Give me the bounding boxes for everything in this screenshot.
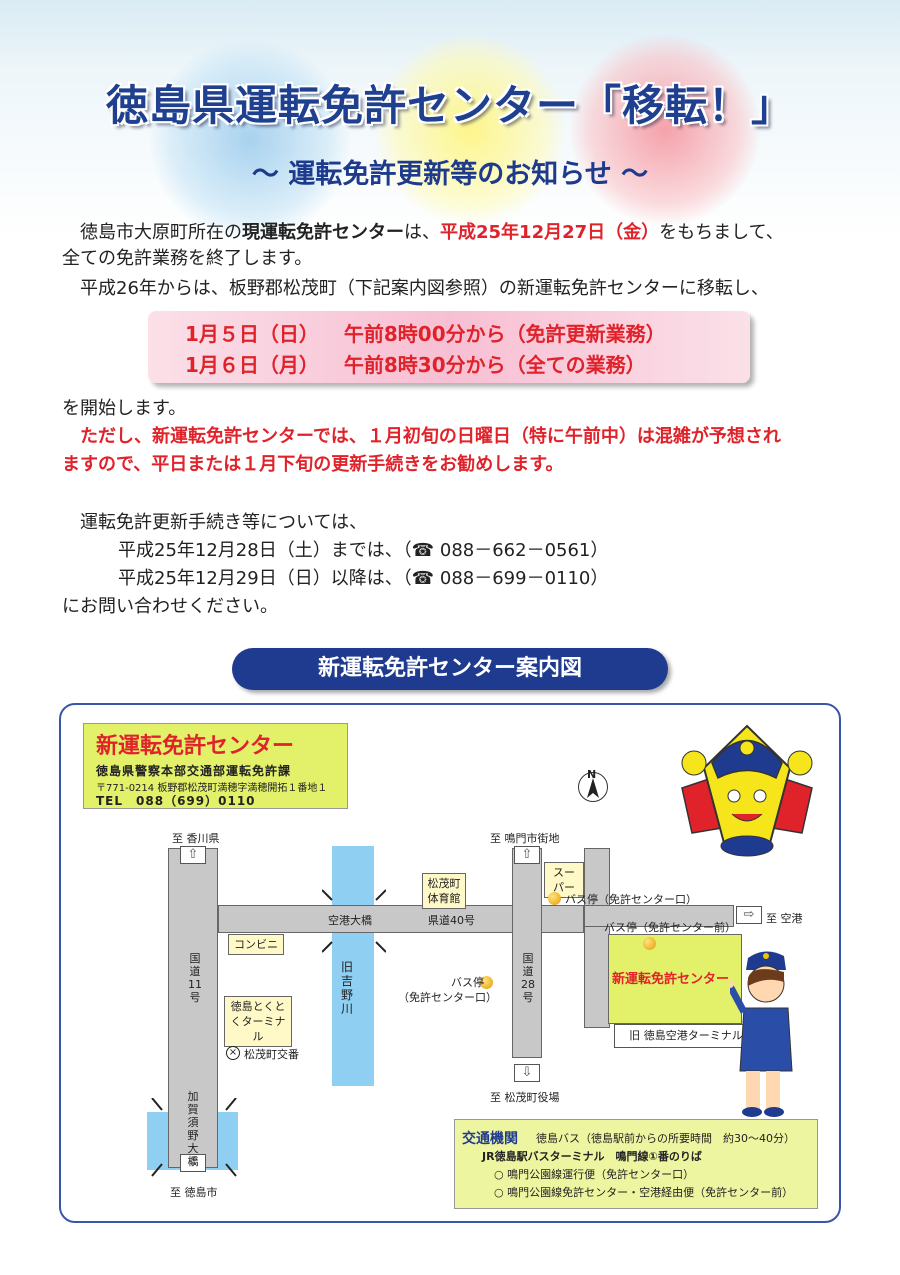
transit-info-box	[454, 1119, 818, 1209]
contact-intro: 運転免許更新手続き等については、	[80, 512, 368, 533]
bus-stop-icon	[548, 892, 561, 905]
label-airport-bridge: 空港大橋	[328, 914, 372, 927]
police-officer-illustration	[730, 951, 793, 1117]
phone-number: （☎ 088－662－0561）	[402, 540, 609, 561]
contact-outro: にお問い合わせください。	[62, 596, 278, 617]
schedule-date: 1月５日（日）	[185, 322, 319, 346]
mascot-illustration	[681, 724, 813, 857]
bus-stop-icon	[643, 937, 656, 950]
compass	[578, 772, 608, 802]
pink-bubble-decoration	[570, 35, 760, 225]
arrow-down-icon: ⇩	[514, 1064, 540, 1082]
schedule-row-2: 1月６日（月） 午前8時30分から（全ての業務）	[185, 349, 646, 378]
label-to-tokushima: 至 徳島市	[170, 1186, 218, 1199]
phone-number: （☎ 088－699－0110）	[402, 568, 609, 589]
label-bus-stop-center-front: バス停（免許センター前）	[604, 921, 736, 934]
arrow-up-icon: ⇧	[180, 846, 206, 864]
kagasuno-bridge-mark	[151, 1098, 237, 1177]
center-info-tel: TEL 088（699）0110	[96, 794, 256, 808]
warning-line-2: ますので、平日または１月下旬の更新手続きをお勧めします。	[62, 454, 564, 475]
intro-line-2: 全ての免許業務を終了します。	[62, 248, 313, 269]
schedule-date: 1月６日（月）	[185, 353, 319, 377]
label-route-11: 国道11号	[188, 952, 202, 1004]
arrow-up-icon: ⇧	[514, 846, 540, 864]
center-info-box	[83, 723, 348, 809]
label-new-center: 新運転免許センター	[612, 972, 730, 987]
schedule-text: 午前8時30分から（全ての業務）	[343, 353, 646, 377]
schedule-box	[148, 311, 750, 383]
north-label: N	[587, 768, 597, 781]
label-route-28: 国道28号	[521, 952, 535, 1004]
police-box-icon: ×	[226, 1046, 240, 1060]
label-police-box: 松茂町交番	[244, 1048, 299, 1061]
center-info-address: 〒771-0214 板野郡松茂町満穂字満穂開拓１番地１	[96, 783, 328, 794]
convenience-store-tag: コンビニ	[228, 934, 284, 955]
arrow-down-icon: ⇩	[180, 1154, 206, 1172]
bus-stop-icon	[480, 976, 493, 989]
current-center-name: 現運転免許センター	[242, 222, 404, 243]
label-to-naruto: 至 鳴門市街地	[490, 832, 560, 845]
label-to-airport: 至 空港	[766, 912, 803, 925]
contact-row-1: 平成25年12月28日（土）までは、（☎ 088－662－0561）	[118, 538, 608, 564]
tokutoku-terminal-tag: 徳島とくとくターミナル	[224, 996, 292, 1047]
map-heading: 新運転免許センター案内図	[232, 648, 668, 690]
label-bus-stop-west-b: （免許センター口）	[398, 991, 497, 1004]
intro-text: 徳島市大原町所在の	[80, 222, 242, 243]
old-yoshino-river	[332, 846, 374, 1086]
intro-text: をもちまして、	[659, 222, 784, 243]
east-road	[584, 848, 610, 1028]
label-kagasuno-bridge: 加賀須野大橋	[187, 1090, 199, 1168]
transit-title: 交通機関	[462, 1131, 518, 1147]
arrow-right-icon: ⇨	[736, 906, 762, 924]
schedule-text: 午前8時00分から（免許更新業務）	[343, 322, 666, 346]
page-title: 徳島県運転免許センター「移転！」	[105, 81, 794, 130]
start-text: を開始します。	[62, 398, 187, 419]
intro-line-3: 平成26年からは、板野郡松茂町（下記案内図参照）の新運転免許センターに移転し、	[80, 278, 769, 299]
transit-line-1: ○ 鳴門公園線運行便（免許センター口）	[494, 1168, 695, 1181]
airport-road	[584, 905, 734, 927]
label-bus-stop-center-entrance: バス停（免許センター口）	[565, 893, 697, 906]
route-11-road	[168, 848, 218, 1168]
airport-bridge-mark	[322, 889, 386, 953]
contact-date-label: 平成25年12月28日（土）までは、	[118, 540, 403, 561]
label-pref-route-40: 県道40号	[428, 914, 475, 927]
transit-line-2: ○ 鳴門公園線免許センター・空港経由便（免許センター前）	[494, 1186, 794, 1199]
new-center-site	[608, 934, 742, 1024]
contact-row-2: 平成25年12月29日（日）以降は、（☎ 088－699－0110）	[118, 566, 608, 592]
label-to-kagawa: 至 香川県	[172, 832, 220, 845]
gym-tag: 松茂町体育館	[422, 873, 466, 909]
supermarket-tag: スーパー	[544, 862, 584, 898]
transit-terminal: JR徳島駅バスターミナル 鳴門線①番のりば	[482, 1150, 702, 1163]
center-info-dept: 徳島県警察本部交通部運転免許課	[96, 764, 292, 778]
transit-bus: 徳島バス（徳島駅前からの所要時間 約30～40分）	[536, 1132, 795, 1145]
page-subtitle: ～ 運転免許更新等のお知らせ ～	[251, 159, 649, 190]
label-bus-stop-west-a: バス停	[451, 976, 484, 989]
label-to-matsushige-office: 至 松茂町役場	[490, 1091, 560, 1104]
route-28-road	[512, 848, 542, 1058]
schedule-row-1: 1月５日（日） 午前8時00分から（免許更新業務）	[185, 318, 666, 347]
intro-text: は、	[404, 222, 440, 243]
label-old-yoshino-river: 旧吉野川	[340, 960, 353, 1016]
intro-line-1: 徳島市大原町所在の現運転免許センターは、平成25年12月27日（金）をもちまして…	[80, 220, 784, 246]
center-info-name: 新運転免許センター	[96, 734, 295, 759]
north-arrow-icon	[587, 778, 599, 798]
yellow-bubble-decoration	[375, 35, 565, 225]
blue-bubble-decoration	[150, 40, 350, 240]
closing-date: 平成25年12月27日（金）	[440, 222, 660, 243]
contact-date-label: 平成25年12月29日（日）以降は、	[118, 568, 403, 589]
warning-line-1: ただし、新運転免許センターでは、１月初旬の日曜日（特に午前中）は混雑が予想され	[80, 426, 781, 447]
